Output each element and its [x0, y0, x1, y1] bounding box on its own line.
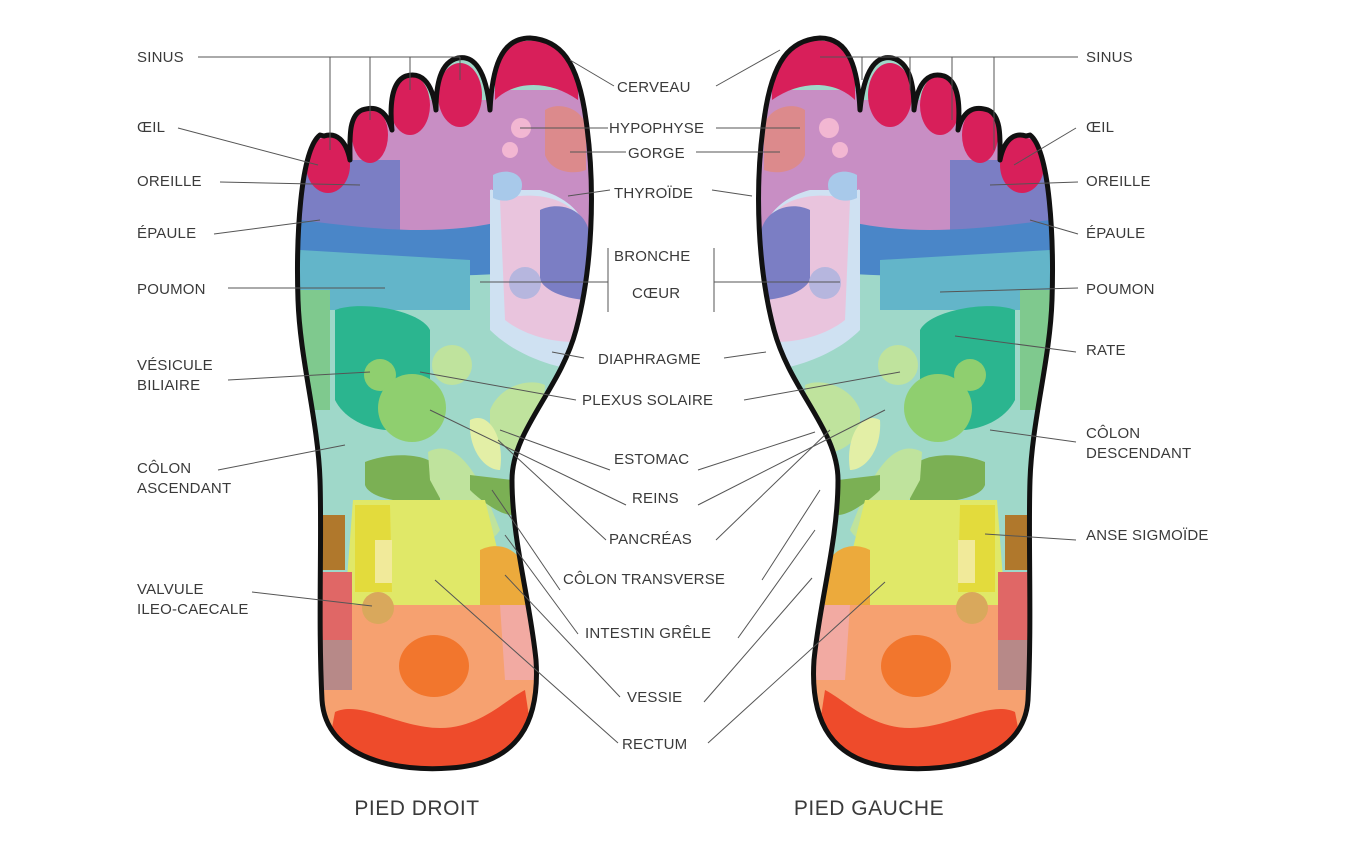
label-colon-asc-line1: CÔLON: [137, 460, 191, 477]
label-oreille-left: OREILLE: [1086, 173, 1151, 190]
title-right-foot: PIED DROIT: [354, 797, 479, 820]
label-gorge: GORGE: [628, 145, 685, 162]
label-plexus-solaire: PLEXUS SOLAIRE: [582, 392, 713, 409]
label-colon-desc-line2: DESCENDANT: [1086, 445, 1191, 462]
label-diaphragme: DIAPHRAGME: [598, 351, 701, 368]
label-bronche: BRONCHE: [614, 248, 690, 265]
label-epaule-left: ÉPAULE: [1086, 225, 1145, 242]
label-poumon-left: POUMON: [1086, 281, 1155, 298]
right-foot: [290, 30, 610, 790]
label-intestin-grele: INTESTIN GRÊLE: [585, 625, 711, 642]
leader-lines-right: [820, 56, 1079, 541]
labels-center: CERVEAU HYPOPHYSE GORGE THYROÏDE BRONCHE…: [563, 79, 725, 753]
left-foot: [740, 30, 1060, 790]
label-coeur: CŒUR: [632, 285, 680, 302]
label-valvule-line2: ILEO-CAECALE: [137, 601, 249, 618]
label-oeil-left: ŒIL: [1086, 119, 1114, 136]
label-vessie: VESSIE: [627, 689, 682, 706]
label-colon-transverse: CÔLON TRANSVERSE: [563, 571, 725, 588]
label-pancreas: PANCRÉAS: [609, 531, 692, 548]
labels-left: SINUS ŒIL OREILLE ÉPAULE POUMON VÉSICULE…: [137, 49, 249, 618]
label-poumon-right: POUMON: [137, 281, 206, 298]
label-epaule-right: ÉPAULE: [137, 225, 196, 242]
label-sinus-left: SINUS: [1086, 49, 1133, 66]
label-oeil-right: ŒIL: [137, 119, 165, 136]
label-vesicule-line2: BILIAIRE: [137, 377, 200, 394]
label-oreille-right: OREILLE: [137, 173, 202, 190]
leader-lines-left: [177, 56, 461, 607]
label-valvule-line1: VALVULE: [137, 581, 204, 598]
title-left-foot: PIED GAUCHE: [794, 797, 944, 820]
label-anse-sigmoide: ANSE SIGMOÏDE: [1086, 527, 1209, 544]
label-rate: RATE: [1086, 342, 1126, 359]
label-vesicule-line1: VÉSICULE: [137, 357, 213, 374]
leader-lines-center-left: [696, 49, 901, 744]
label-thyroide: THYROÏDE: [614, 185, 693, 202]
label-estomac: ESTOMAC: [614, 451, 689, 468]
label-cerveau: CERVEAU: [617, 79, 691, 96]
label-colon-asc-line2: ASCENDANT: [137, 480, 231, 497]
label-rectum: RECTUM: [622, 736, 687, 753]
label-colon-desc-line1: CÔLON: [1086, 425, 1140, 442]
labels-right: SINUS ŒIL OREILLE ÉPAULE POUMON RATE CÔL…: [1086, 49, 1209, 544]
label-reins: REINS: [632, 490, 679, 507]
leader-lines-center-right: [419, 59, 627, 744]
label-hypophyse: HYPOPHYSE: [609, 120, 704, 137]
label-sinus-right: SINUS: [137, 49, 184, 66]
